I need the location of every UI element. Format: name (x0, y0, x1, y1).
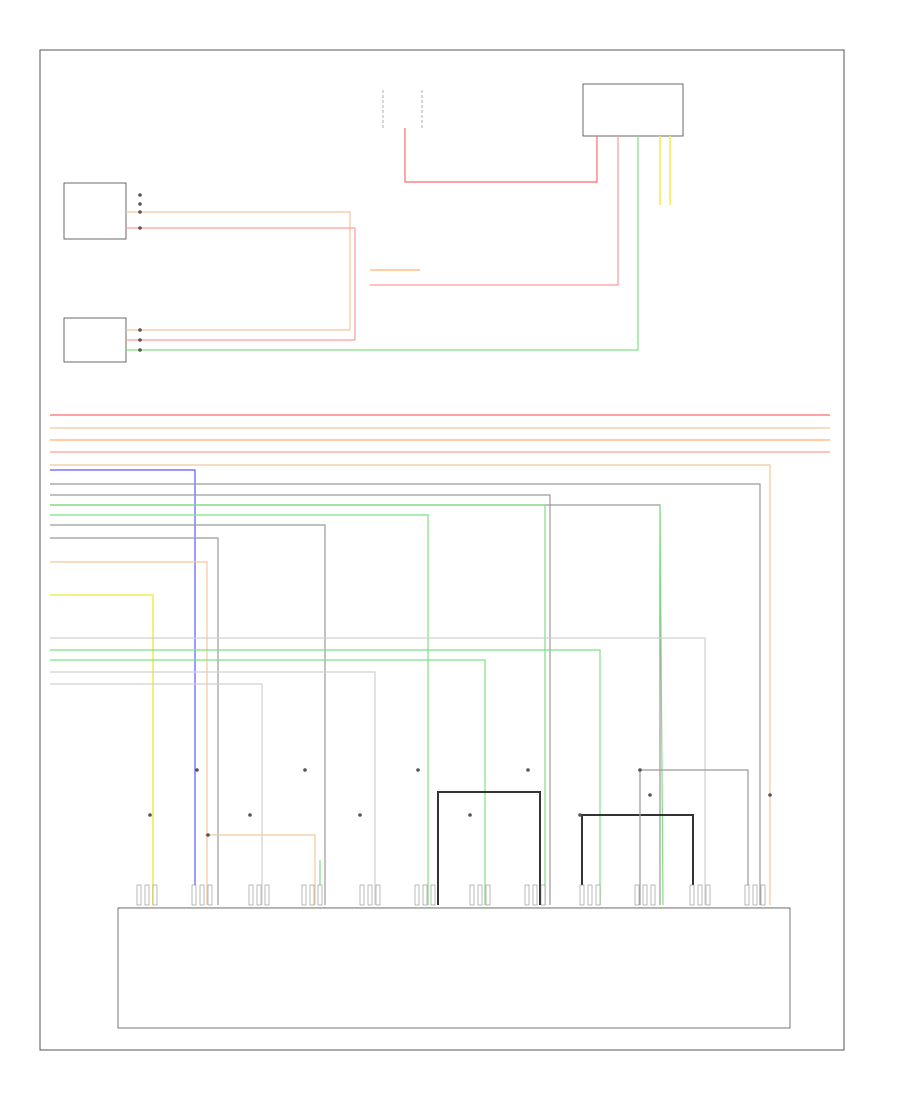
terminal-dot (138, 328, 142, 332)
wire-gray-3 (50, 504, 661, 905)
module-pin (207, 884, 213, 906)
module-pin (579, 884, 585, 906)
module-pin (540, 884, 546, 906)
seat-switch-box (63, 317, 127, 363)
wire-gray-4 (50, 537, 219, 905)
wire-tan-1 (126, 211, 351, 330)
splice-dot (768, 793, 772, 797)
module-pin (430, 884, 436, 906)
wire-blue (50, 469, 196, 905)
modules-layer (117, 884, 791, 1029)
module-pin (414, 884, 420, 906)
splice-dot (303, 768, 307, 772)
link-olive (205, 834, 316, 905)
splice-dot (148, 813, 152, 817)
module-pin (697, 884, 703, 906)
link-dark-2 (581, 814, 694, 905)
module-pin (264, 884, 270, 906)
terminal-dot (138, 202, 142, 206)
wire-pink-1 (126, 227, 356, 340)
splice-dot (648, 793, 652, 797)
module-pin (477, 884, 483, 906)
diagram-frame (39, 49, 845, 1051)
module-pin (199, 884, 205, 906)
splice-dot (206, 833, 210, 837)
module-pin (256, 884, 262, 906)
splice-dot (526, 768, 530, 772)
wire-gray-1 (50, 483, 761, 905)
module-pin (309, 884, 315, 906)
module-pin (191, 884, 197, 906)
terminal-dot (138, 226, 142, 230)
wire-green-5 (50, 659, 486, 905)
wire-green-4 (50, 649, 601, 905)
wire-green-1 (50, 514, 429, 905)
module-pin (136, 884, 142, 906)
wire-light-1 (50, 637, 706, 905)
wire-red-top (404, 128, 598, 183)
splice-dot (578, 813, 582, 817)
module-pin (689, 884, 695, 906)
seat-module-box (63, 182, 127, 240)
wire-olive (50, 561, 208, 905)
module-pin (760, 884, 766, 906)
module-pin (752, 884, 758, 906)
module-pin (248, 884, 254, 906)
module-pin (705, 884, 711, 906)
link-dark-1 (437, 791, 541, 905)
wire-green-module (126, 136, 639, 351)
wire-light-3 (50, 683, 263, 905)
module-pin (587, 884, 593, 906)
terminal-dot (138, 210, 142, 214)
splice-dot (248, 813, 252, 817)
module-pin (485, 884, 491, 906)
wire-gray-2 (50, 494, 551, 905)
splice-dot (195, 768, 199, 772)
module-pin (317, 884, 323, 906)
module-pin (634, 884, 640, 906)
splice-dot (468, 813, 472, 817)
splice-dot (638, 768, 642, 772)
module-pin (367, 884, 373, 906)
module-pin (422, 884, 428, 906)
module-pin (642, 884, 648, 906)
module-pin (152, 884, 158, 906)
module-pin (650, 884, 656, 906)
wires-layer (50, 128, 830, 909)
module-pin (524, 884, 530, 906)
splice-dot (358, 813, 362, 817)
wire-dark-1 (50, 524, 326, 905)
link-gray-1 (639, 769, 749, 905)
control-module-box (582, 83, 684, 137)
module-assembly-frame (117, 907, 791, 1029)
wire-light-2 (50, 671, 376, 905)
module-pin (301, 884, 307, 906)
module-pin (375, 884, 381, 906)
wire-yellow (50, 594, 154, 905)
module-pin (359, 884, 365, 906)
module-pin (532, 884, 538, 906)
wire-green-3 (659, 504, 664, 906)
module-pin (595, 884, 601, 906)
terminal-dot (138, 348, 142, 352)
wire-pink-module (370, 136, 619, 286)
terminal-dot (138, 193, 142, 197)
splice-dot (416, 768, 420, 772)
terminal-dot (138, 338, 142, 342)
module-pin (469, 884, 475, 906)
module-pin (144, 884, 150, 906)
module-pin (744, 884, 750, 906)
wire-green-2 (50, 504, 546, 905)
bus-tan-drop (50, 464, 771, 905)
top-components (63, 83, 684, 363)
